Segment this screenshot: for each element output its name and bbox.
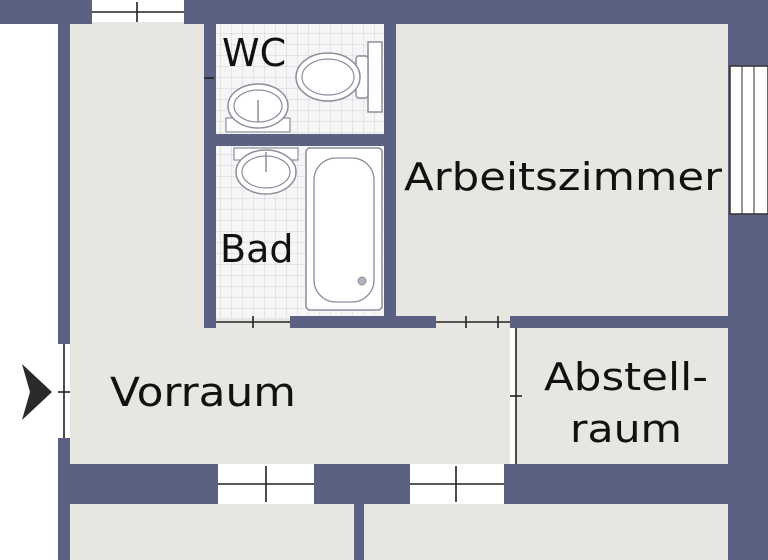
abstellraum-floor xyxy=(516,326,730,464)
toilet-icon xyxy=(295,41,383,113)
window xyxy=(729,65,768,215)
arbeitszimmer-floor xyxy=(396,22,730,318)
door-markers xyxy=(58,2,522,502)
room-label-bad: Bad xyxy=(220,227,293,271)
wall-bad-bottom xyxy=(204,316,216,328)
wall-left-upper xyxy=(58,24,70,344)
room-label-arbeitszimmer: Arbeitszimmer xyxy=(404,155,722,199)
wall-wc-bad xyxy=(204,134,396,146)
room-label-abstellraum-line2: raum xyxy=(570,407,682,451)
wall-top-left xyxy=(0,0,92,24)
wall-abstell-top xyxy=(510,316,730,328)
room-label-abstellraum-line1: Abstell- xyxy=(544,355,708,399)
entrance-arrow-icon xyxy=(22,364,52,420)
floor-areas xyxy=(70,22,730,560)
wall-top-right xyxy=(184,0,768,24)
wall-lower-divider xyxy=(354,504,364,560)
wc-sink-icon xyxy=(225,83,291,133)
wall-bottom-1 xyxy=(58,464,218,504)
wall-bad-bottom-right xyxy=(290,316,436,328)
wall-bath-right xyxy=(384,24,396,328)
lower-room-left-floor xyxy=(70,504,354,560)
room-label-vorraum: Vorraum xyxy=(110,370,296,416)
room-label-wc: WC xyxy=(222,31,286,75)
bath-sink-icon xyxy=(233,147,299,195)
wall-bottom-3 xyxy=(504,464,730,504)
lower-room-right-floor xyxy=(364,504,730,560)
wall-bottom-2 xyxy=(314,464,410,504)
wall-bath-left xyxy=(204,24,216,328)
bathtub-icon xyxy=(305,147,383,311)
